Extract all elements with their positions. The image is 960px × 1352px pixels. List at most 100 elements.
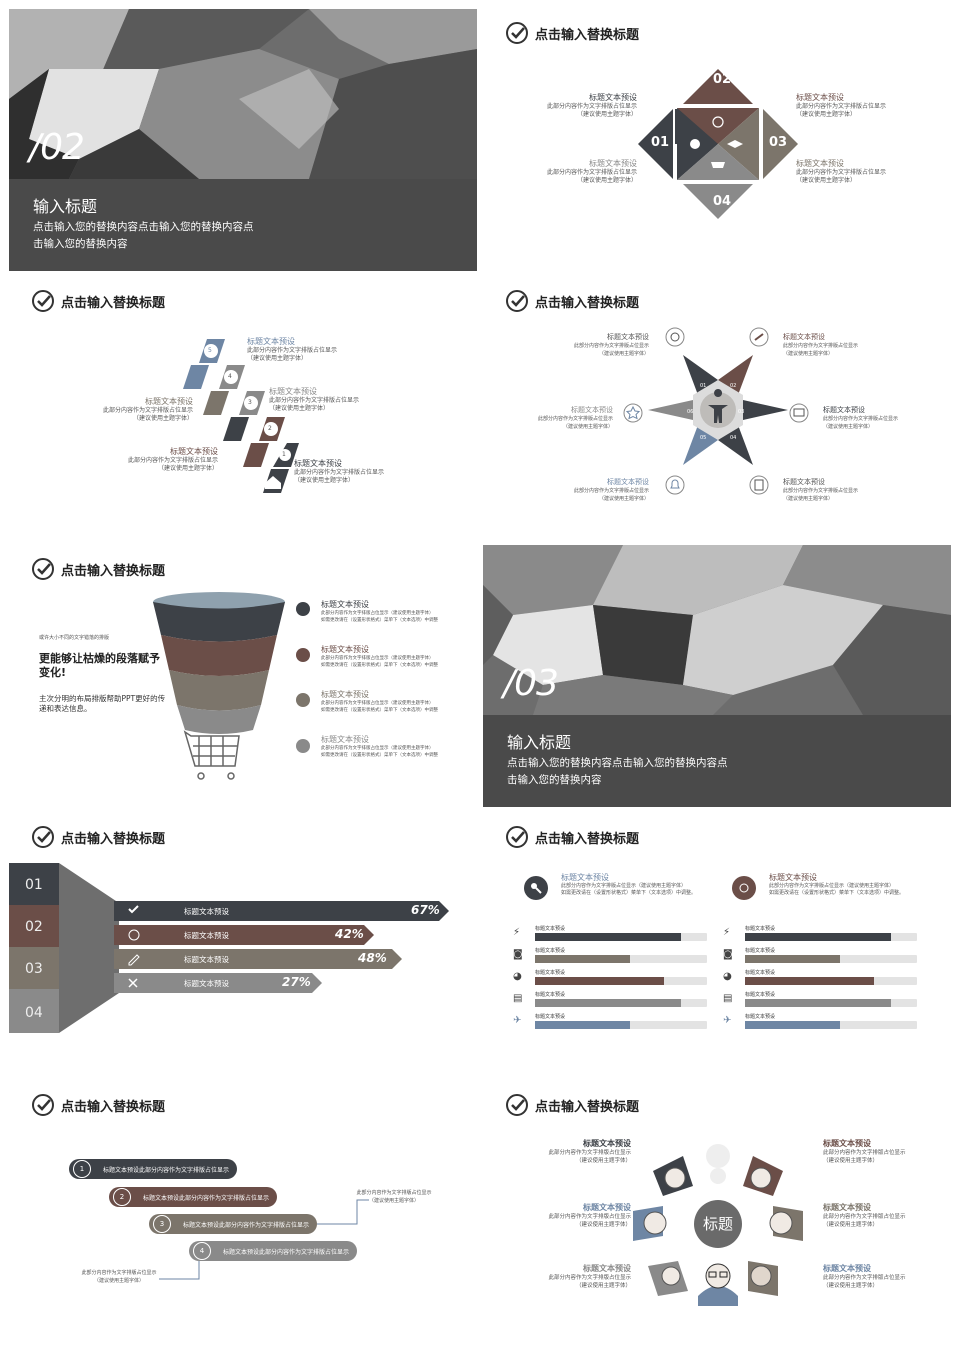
slide-stepped-pills[interactable]: 点击输入替换标题 1 标题文本预设此部分内容作为文字排版占位显示 2 标题文本预…	[9, 1081, 477, 1343]
step-4: 4	[228, 373, 232, 380]
slide-header: 点击输入替换标题	[31, 825, 165, 849]
percent-1: 67%	[411, 903, 440, 917]
progress-fill	[745, 999, 892, 1007]
pill-side-text-right: 此部分内容作为文字排版占位显示 （建议使用主题字体）	[356, 1190, 432, 1204]
level-01: 01	[25, 877, 43, 893]
abstract-stone-image	[483, 545, 951, 715]
plane-icon: ✈	[723, 1015, 732, 1026]
arrow-label-4: 标题文本预设	[184, 979, 229, 988]
progress-label: 标题文本预设	[745, 926, 776, 932]
progress-track	[745, 977, 917, 985]
star-text-ml: 标题文本预设 此部分内容作为文字排版占位显示（建议使用主题字体）	[537, 406, 613, 430]
funnel-item-2: 标题文本预设 此部分内容作为文字排版占位显示（建议使用主题字体） 如需更改请在（…	[321, 645, 438, 668]
people-text-ml: 标题文本预设 此部分内容作为文字排版占位显示（建议使用主题字体）	[548, 1203, 631, 1228]
people-text-bl: 标题文本预设 此部分内容作为文字排版占位显示（建议使用主题字体）	[548, 1264, 631, 1289]
progress-track	[535, 999, 707, 1007]
progress-fill	[745, 1021, 840, 1029]
step-3: 3	[248, 399, 252, 406]
arrow-label-3: 标题文本预设	[184, 955, 229, 964]
key-icon	[524, 876, 548, 900]
people-text-tl: 标题文本预设 此部分内容作为文字排版占位显示（建议使用主题字体）	[548, 1139, 631, 1164]
arrow-label-2: 标题文本预设	[184, 931, 229, 940]
progress-label: 标题文本预设	[535, 992, 566, 998]
funnel-icon-2	[296, 648, 310, 662]
progress-track	[535, 933, 707, 941]
progress-fill	[745, 977, 874, 985]
clock-icon	[665, 327, 685, 347]
funnel-icon-1	[296, 602, 310, 616]
progress-fill	[535, 999, 682, 1007]
star-label-01: 01	[700, 383, 707, 389]
slide-funnel[interactable]: 点击输入替换标题 或许大小不同的文字错落的排版 更能够让枯燥的段落赋予变化! 主…	[9, 545, 477, 807]
progress-track	[535, 1021, 707, 1029]
arrow-label-1: 标题文本预设	[184, 907, 229, 916]
check-circle-icon	[506, 826, 528, 848]
slide-arrow-bars[interactable]: 点击输入替换标题 01 02 03 04 标题文本预设 标题文本预设 标题文本预…	[9, 813, 477, 1075]
pill-row-4: 4 标题文本预设此部分内容作为文字排版占位显示	[189, 1241, 357, 1261]
stair-text-2: 标题文本预设 此部分内容作为文字排版占位显示（建议使用主题字体）	[269, 387, 360, 412]
people-graphic	[633, 1144, 803, 1306]
funnel-item-1: 标题文本预设 此部分内容作为文字排版占位显示（建议使用主题字体） 如需更改请在（…	[321, 600, 438, 623]
funnel-icon-3	[296, 693, 310, 707]
progress-track	[745, 999, 917, 1007]
star-text-tr: 标题文本预设 此部分内容作为文字排版占位显示（建议使用主题字体）	[783, 333, 859, 357]
diamond-text-left-top: 标题文本预设 此部分内容作为文字排版占位显示（建议使用主题字体）	[547, 93, 638, 118]
slide-staircase[interactable]: 点击输入替换标题 5 4 3 2 1 标题文本预设 此部分内容作为文字排版占位显…	[9, 277, 477, 539]
progress-group-right: ⚡标题文本预设◙标题文本预设◕标题文本预设▤标题文本预设✈标题文本预设	[723, 925, 923, 1045]
section-number: /02	[29, 127, 85, 168]
section-band	[483, 715, 951, 807]
check-circle-icon	[32, 826, 54, 848]
percent-4: 27%	[282, 975, 311, 989]
progress-label: 标题文本预设	[535, 926, 566, 932]
progress-track	[745, 933, 917, 941]
progress-track	[535, 977, 707, 985]
step-1: 1	[282, 451, 286, 458]
slide-progress-bars[interactable]: 点击输入替换标题 标题文本预设 此部分内容作为文字排版占位显示（建议使用主题字体…	[483, 813, 951, 1075]
slide-star[interactable]: 点击输入替换标题 01 02 03 04 05 06 标题文本预设 此部分内容作…	[483, 277, 951, 539]
section-slide-03[interactable]: /03 输入标题 点击输入您的替换内容点击输入您的替换内容点击输入您的替换内容	[483, 545, 951, 807]
section-slide-02[interactable]: /02 输入标题 点击输入您的替换内容点击输入您的替换内容点击输入您的替换内容	[9, 9, 477, 271]
slide-title: 点击输入替换标题	[535, 1099, 640, 1115]
section-title: 输入标题	[507, 733, 572, 752]
slide-diamond[interactable]: 点击输入替换标题 02 01 03 04 标题文本预设 此部分内容作为文字排版占…	[483, 9, 951, 271]
bolt-icon: ⚡	[513, 927, 521, 938]
slide-header: 点击输入替换标题	[505, 289, 639, 313]
plane-icon: ✈	[513, 1015, 522, 1026]
progress-label: 标题文本预设	[745, 948, 776, 954]
progress-fill	[535, 933, 682, 941]
star-label-06: 06	[687, 409, 694, 415]
star-label-04: 04	[730, 435, 737, 441]
check-circle-icon	[32, 1094, 54, 1116]
progress-group-left: ⚡标题文本预设◙标题文本预设◕标题文本预设▤标题文本预设✈标题文本预设	[513, 925, 713, 1045]
check-circle-icon	[506, 1094, 528, 1116]
slide-header: 点击输入替换标题	[31, 557, 165, 581]
progress-track	[535, 955, 707, 963]
section-description: 点击输入您的替换内容点击输入您的替换内容点击输入您的替换内容	[507, 757, 728, 786]
pill-row-2: 2 标题文本预设此部分内容作为文字排版占位显示	[109, 1187, 277, 1207]
people-text-br: 标题文本预设 此部分内容作为文字排版占位显示（建议使用主题字体）	[823, 1264, 906, 1289]
bolt-icon: ⚡	[723, 927, 731, 938]
slide-title: 点击输入替换标题	[535, 295, 640, 311]
diamond-number-04: 04	[713, 194, 732, 209]
pacman-icon: ◕	[723, 971, 732, 982]
slide-title: 点击输入替换标题	[61, 563, 166, 579]
funnel-cart-diagram	[153, 592, 285, 780]
pill-connectors	[159, 1199, 369, 1280]
section-title: 输入标题	[33, 197, 98, 216]
diamond-number-02: 02	[713, 72, 732, 87]
level-02: 02	[25, 919, 43, 935]
progress-track	[745, 955, 917, 963]
star-label-05: 05	[700, 435, 707, 441]
diamond-diagram	[638, 69, 798, 219]
arrow-bars-graphic	[9, 863, 449, 1033]
progress-label: 标题文本预设	[535, 1014, 566, 1020]
abstract-stone-image	[9, 9, 477, 179]
newspaper-icon: ▤	[513, 993, 523, 1004]
sun-icon	[732, 876, 756, 900]
progress-fill	[745, 955, 840, 963]
slide-title: 点击输入替换标题	[535, 831, 640, 847]
progress-label: 标题文本预设	[745, 970, 776, 976]
pacman-icon: ◕	[513, 971, 522, 982]
slide-people-circle[interactable]: 点击输入替换标题 标题 标题文本预设 此部分内容作为文字排版占位显示（建议使用主…	[483, 1081, 951, 1343]
camera-icon: ◙	[513, 949, 523, 960]
